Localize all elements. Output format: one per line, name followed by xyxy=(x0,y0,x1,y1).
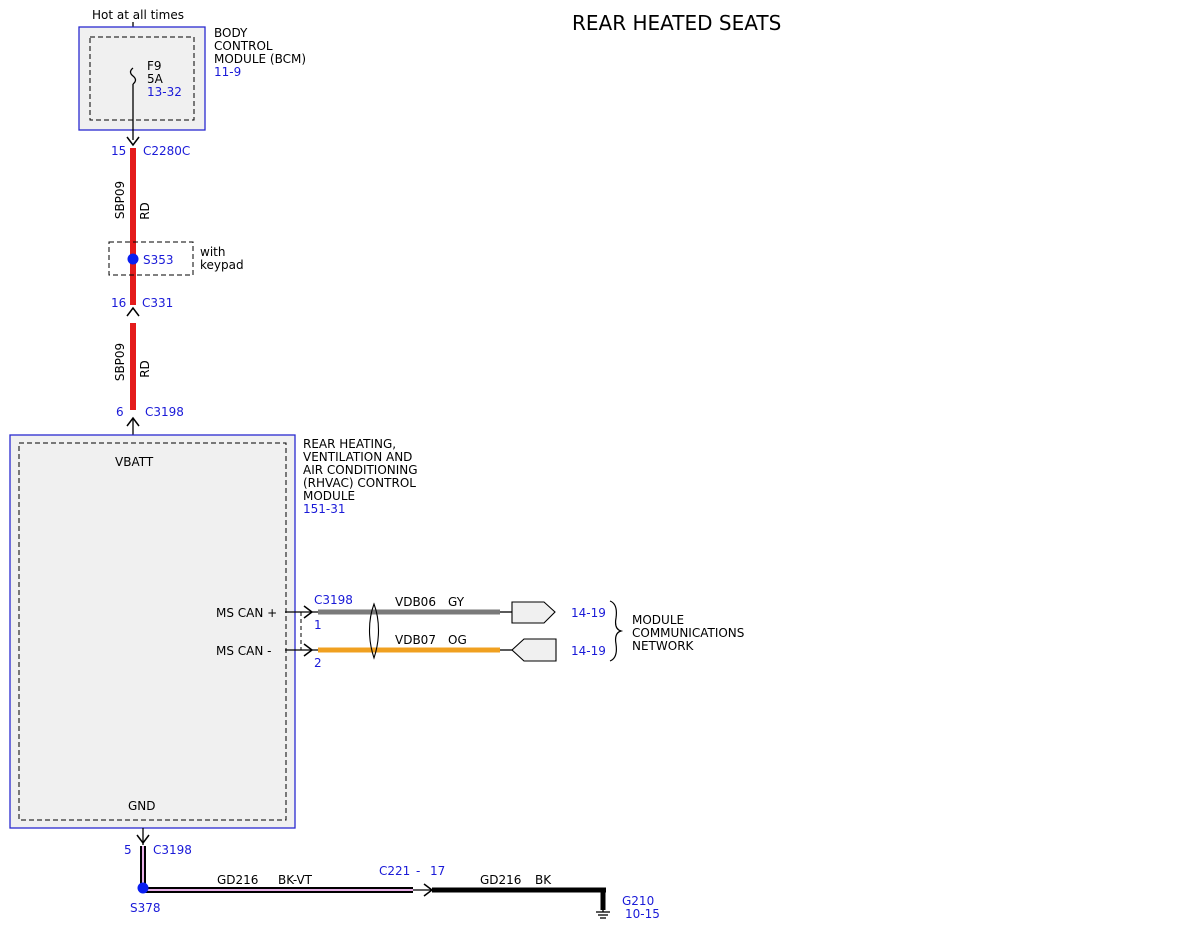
rhvac-outer-box xyxy=(9,434,296,829)
pin-ms-can-minus: MS CAN - xyxy=(216,644,272,658)
network-ref-minus: 14-19 xyxy=(571,644,606,658)
connector-c3198-gnd: 5 C3198 xyxy=(124,828,192,857)
rhvac-module: VBATT GND MS CAN + MS CAN - REAR HEATING… xyxy=(9,434,418,829)
rhvac-inner-box xyxy=(18,442,287,821)
ground-ref: 10-15 xyxy=(625,907,660,921)
ground-icon xyxy=(596,910,610,919)
connector-dash: - xyxy=(416,864,420,878)
pin-vbatt: VBATT xyxy=(115,455,154,469)
bcm-ref: 11-9 xyxy=(214,65,241,79)
wire-color-label: RD xyxy=(138,360,152,378)
fuse-icon xyxy=(129,67,137,85)
connector-chevron-icon xyxy=(126,306,140,317)
offpage-arrow-icon xyxy=(511,601,556,624)
ground-name: G210 xyxy=(622,894,654,908)
bcm-outer-box xyxy=(78,26,206,131)
splice-name: S378 xyxy=(130,901,161,915)
bcm-label-line-3: MODULE (BCM) xyxy=(214,52,306,66)
bcm-label-line-1: BODY xyxy=(214,26,248,40)
connector-name: C221 xyxy=(379,864,410,878)
rhvac-label-line-1: REAR HEATING, xyxy=(303,437,396,451)
connector-pin: 6 xyxy=(116,405,124,419)
splice-name: S353 xyxy=(143,253,174,267)
connector-pin: 15 xyxy=(111,144,126,158)
fuse-rating: 5A xyxy=(147,72,164,86)
wire-color-label: OG xyxy=(448,633,467,647)
wire-color-label: BK xyxy=(535,873,552,887)
connector-name: C3198 xyxy=(153,843,192,857)
connector-chevron-icon xyxy=(303,643,314,657)
wire-color-label: RD xyxy=(138,202,152,220)
connector-pin: 16 xyxy=(111,296,126,310)
connector-name: C331 xyxy=(142,296,173,310)
splice-s353: S353 with keypad xyxy=(108,241,244,276)
power-source-label: Hot at all times xyxy=(92,8,184,22)
connector-c2280c: 15 C2280C xyxy=(111,136,190,158)
wire-circuit-label: GD216 xyxy=(217,873,258,887)
connector-pin: 17 xyxy=(430,864,445,878)
connector-pin-plus: 1 xyxy=(314,618,322,632)
wire-circuit-label: VDB06 xyxy=(395,595,436,609)
connector-pin: 5 xyxy=(124,843,132,857)
wire-color-label: GY xyxy=(448,595,465,609)
wire-circuit-label: VDB07 xyxy=(395,633,436,647)
option-box xyxy=(108,241,194,276)
splice-dot xyxy=(127,253,139,265)
splice-dot-s378 xyxy=(137,882,149,894)
connector-name: C2280C xyxy=(143,144,190,158)
connector-chevron-icon xyxy=(303,605,314,619)
wire-color-label: BK-VT xyxy=(278,873,313,887)
network-label-line-1: MODULE xyxy=(632,613,684,627)
splice-note-line-1: with xyxy=(200,245,225,259)
bcm-label-line-2: CONTROL xyxy=(214,39,273,53)
connector-pin-minus: 2 xyxy=(314,656,322,670)
connector-name: C3198 xyxy=(314,593,353,607)
connector-c3198-can: C3198 1 2 xyxy=(285,593,353,670)
connector-chevron-icon xyxy=(136,834,150,845)
rhvac-label-line-5: MODULE xyxy=(303,489,355,503)
rhvac-label-line-3: AIR CONDITIONING xyxy=(303,463,418,477)
splice-note-line-2: keypad xyxy=(200,258,244,272)
connector-name: C3198 xyxy=(145,405,184,419)
connector-c221: C221 - 17 xyxy=(379,864,445,897)
connector-chevron-icon xyxy=(126,136,140,147)
connector-chevron-icon xyxy=(126,416,140,427)
wire-circuit-label: SBP09 xyxy=(113,181,127,219)
bcm-module: F9 5A 13-32 BODY CONTROL MODULE (BCM) 11… xyxy=(78,26,306,140)
rhvac-label-line-4: (RHVAC) CONTROL xyxy=(303,476,416,490)
rhvac-ref: 151-31 xyxy=(303,502,346,516)
network-ref-plus: 14-19 xyxy=(571,606,606,620)
fuse-ref: 13-32 xyxy=(147,85,182,99)
network-label-line-3: NETWORK xyxy=(632,639,695,653)
connector-c331: 16 C331 xyxy=(111,296,173,317)
brace-icon xyxy=(609,600,624,662)
pin-ms-can-plus: MS CAN + xyxy=(216,606,277,620)
twisted-pair-icon xyxy=(368,602,380,660)
fuse-name: F9 xyxy=(147,59,162,73)
pin-gnd: GND xyxy=(128,799,156,813)
wire-circuit-label: SBP09 xyxy=(113,343,127,381)
rhvac-label-line-2: VENTILATION AND xyxy=(303,450,412,464)
offpage-arrow-icon xyxy=(511,638,557,662)
bcm-inner-box xyxy=(89,36,195,121)
wire-circuit-label: GD216 xyxy=(480,873,521,887)
network-label-line-2: COMMUNICATIONS xyxy=(632,626,744,640)
diagram-title: REAR HEATED SEATS xyxy=(572,11,781,35)
